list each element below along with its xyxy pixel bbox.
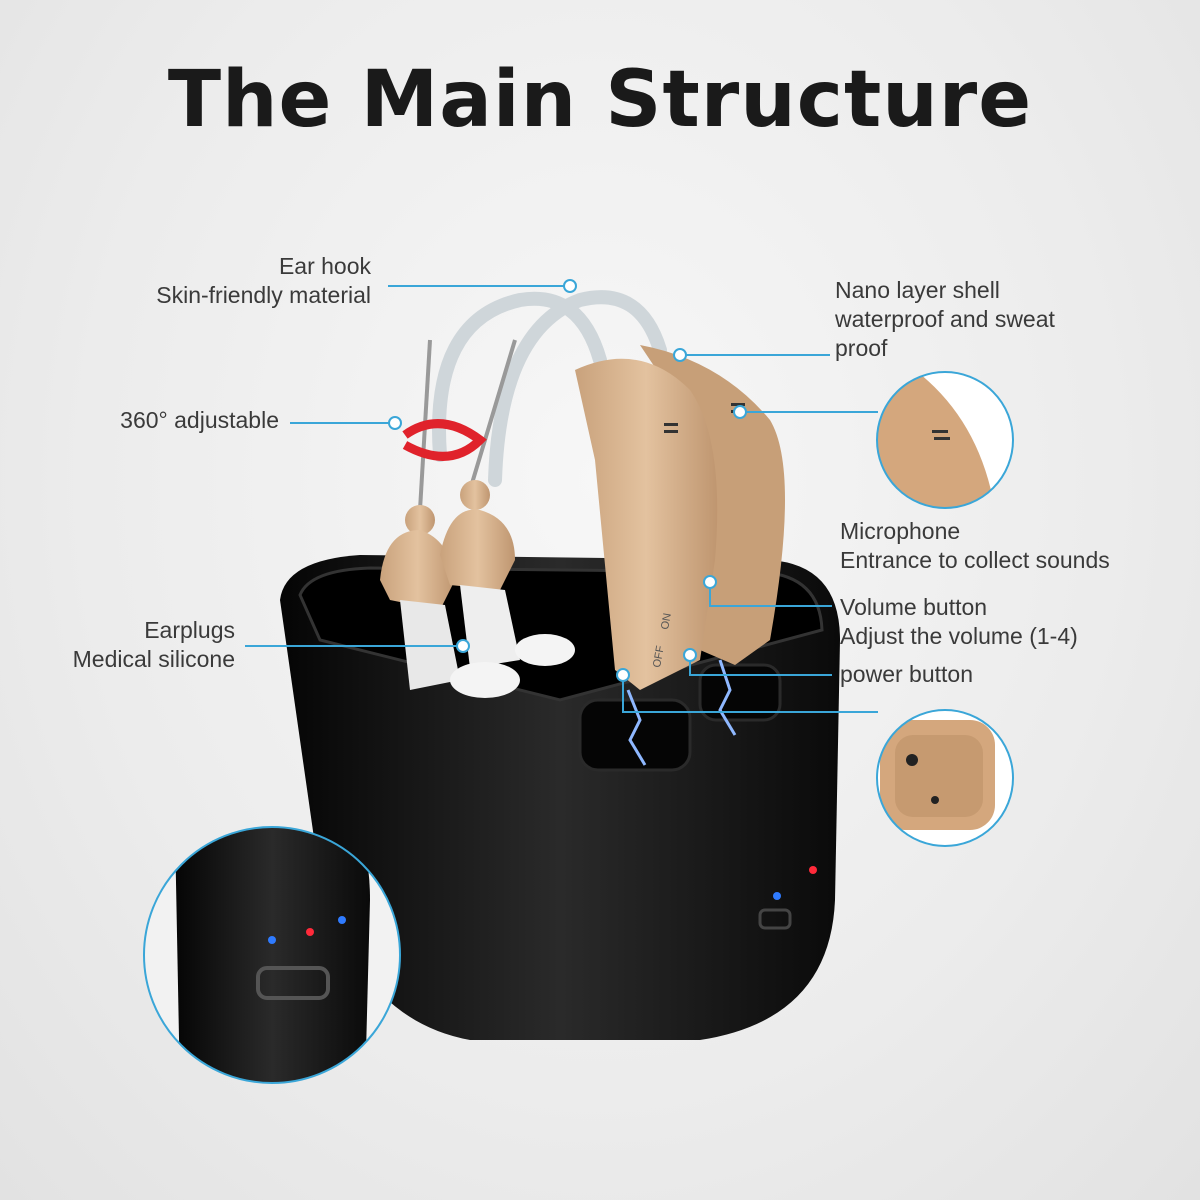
page-title: The Main Structure (167, 55, 1033, 145)
volume-desc: Adjust the volume (1-4) (840, 623, 1078, 649)
hearing-aid-bodies: OFF ON (575, 345, 785, 690)
callout-ear-hook: Ear hook Skin-friendly material (156, 252, 371, 310)
earplugs-desc: Medical silicone (72, 646, 235, 672)
shell-label: Nano layer shell (835, 277, 1000, 303)
microphone-desc: Entrance to collect sounds (840, 547, 1110, 573)
ear-hook (432, 290, 667, 487)
case-led-detail-circle (143, 826, 401, 1084)
microphone-detail-circle (876, 371, 1014, 509)
ear-hook-label: Ear hook (278, 253, 371, 279)
callout-volume: Volume button Adjust the volume (1-4) (840, 593, 1078, 651)
callout-shell: Nano layer shell waterproof and sweat pr… (835, 276, 1055, 363)
callout-adjustable: 360° adjustable (120, 406, 279, 435)
usb-port (758, 908, 792, 930)
volume-label: Volume button (840, 594, 988, 620)
off-marking: OFF (651, 645, 667, 669)
callout-microphone: Microphone Entrance to collect sounds (840, 517, 1110, 575)
microphone-label: Microphone (840, 518, 961, 544)
shell-desc-cont: proof (835, 335, 888, 361)
power-label: power button (840, 661, 973, 687)
on-marking: ON (659, 612, 674, 630)
callout-earplugs: Earplugs Medical silicone (73, 616, 235, 674)
callout-dots (388, 279, 747, 682)
led-blue (773, 892, 781, 900)
ear-hook-desc: Skin-friendly material (156, 282, 371, 308)
callout-power: power button (840, 660, 973, 689)
rotate-arrow-icon (402, 419, 487, 461)
earplugs-label: Earplugs (144, 617, 235, 643)
led-red (809, 866, 817, 874)
charging-contact-detail-circle (876, 709, 1014, 847)
leader-lines (245, 285, 878, 713)
shell-desc: waterproof and sweat (835, 306, 1055, 332)
adjustable-label: 360° adjustable (120, 407, 279, 433)
